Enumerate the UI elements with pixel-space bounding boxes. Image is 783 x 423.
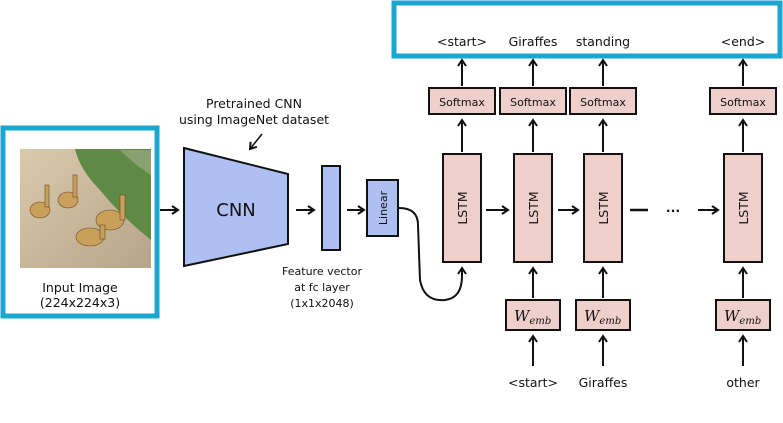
softmax-label: Softmax bbox=[580, 96, 626, 109]
cnn-block bbox=[183, 146, 289, 268]
lstm-box bbox=[723, 153, 763, 263]
wemb-box bbox=[505, 299, 561, 331]
wemb-box bbox=[715, 299, 771, 331]
output-word: standing bbox=[576, 34, 630, 49]
cnn-label: CNN bbox=[216, 200, 256, 221]
lstm-label: LSTM bbox=[455, 191, 470, 224]
wemb-box bbox=[575, 299, 631, 331]
input-word: <start> bbox=[508, 375, 558, 390]
lstm-label: LSTM bbox=[596, 191, 611, 224]
output-word: <end> bbox=[721, 34, 766, 49]
feature-label-line1: Feature vector bbox=[282, 265, 362, 278]
softmax-box bbox=[428, 87, 496, 115]
softmax-box bbox=[709, 87, 777, 115]
softmax-label: Softmax bbox=[720, 96, 766, 109]
softmax-label: Softmax bbox=[510, 96, 556, 109]
output-word: Giraffes bbox=[509, 34, 558, 49]
softmax-box bbox=[499, 87, 567, 115]
softmax-label: Softmax bbox=[439, 96, 485, 109]
input-highlight-box bbox=[0, 125, 160, 319]
arrow-linear-to-lstm bbox=[398, 207, 467, 302]
input-image bbox=[20, 149, 151, 268]
input-word: Giraffes bbox=[579, 375, 628, 390]
softmax-box bbox=[569, 87, 637, 115]
input-word: other bbox=[726, 375, 760, 390]
wemb-label: Wemb bbox=[514, 307, 551, 327]
linear-label: Linear bbox=[377, 190, 390, 225]
rnn-decoder: <start>SoftmaxLSTMGiraffesSoftmaxLSTMWem… bbox=[428, 34, 777, 390]
linear-block bbox=[366, 179, 399, 237]
lstm-label: LSTM bbox=[526, 191, 541, 224]
lstm-label: LSTM bbox=[736, 191, 751, 224]
wemb-label: Wemb bbox=[584, 307, 621, 327]
cnn-annotation-line1: Pretrained CNN bbox=[206, 96, 302, 111]
input-label-line2: (224x224x3) bbox=[40, 295, 120, 310]
lstm-box bbox=[442, 153, 482, 263]
ellipsis: ... bbox=[666, 200, 680, 215]
feature-label-line2: at fc layer bbox=[294, 281, 350, 294]
output-word: <start> bbox=[437, 34, 487, 49]
lstm-box bbox=[513, 153, 553, 263]
wemb-label: Wemb bbox=[724, 307, 761, 327]
annotation-arrow bbox=[248, 133, 263, 151]
input-label-line1: Input Image bbox=[42, 280, 118, 295]
lstm-box bbox=[583, 153, 623, 263]
cnn-annotation-line2: using ImageNet dataset bbox=[179, 112, 329, 127]
output-highlight-box bbox=[391, 0, 783, 59]
feature-vector-block bbox=[321, 165, 341, 251]
feature-label-line3: (1x1x2048) bbox=[290, 297, 354, 310]
